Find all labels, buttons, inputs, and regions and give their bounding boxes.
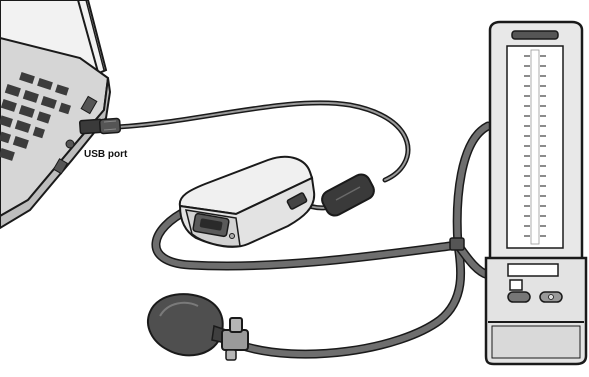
valve-icon [222,318,248,360]
interface-box [180,157,314,247]
ferrite-core-icon [319,171,377,218]
usb-port-label: USB port [84,149,127,160]
usb-plug-icon [80,118,121,133]
laptop [0,0,110,228]
mercury-column [486,22,586,364]
pressure-bulb-icon [148,294,232,355]
display-window [508,264,558,276]
base-button-left [508,292,530,302]
